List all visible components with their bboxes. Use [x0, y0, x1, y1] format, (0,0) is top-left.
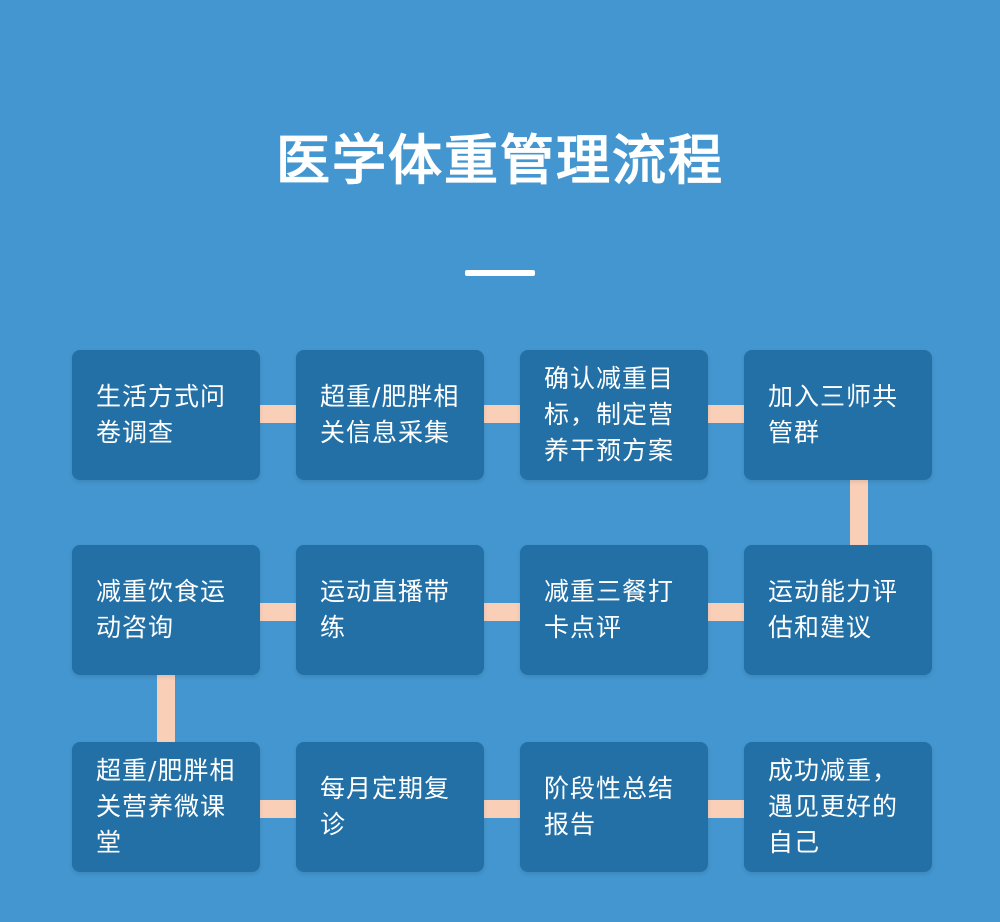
- step-label: 运动能力评估和建议: [768, 577, 899, 642]
- step-label: 阶段性总结报告: [544, 774, 675, 839]
- step-meal-checkin: 减重三餐打卡点评: [520, 545, 708, 675]
- step-label: 超重/肥胖相关信息采集: [320, 382, 460, 447]
- step-label: 生活方式问卷调查: [96, 382, 227, 447]
- step-diet-consult: 减重饮食运动咨询: [72, 545, 260, 675]
- connector-8-7: [260, 603, 296, 621]
- step-label: 减重饮食运动咨询: [96, 577, 227, 642]
- connector-2-3: [484, 405, 520, 423]
- step-label: 减重三餐打卡点评: [544, 577, 675, 642]
- page-title: 医学体重管理流程: [276, 129, 724, 192]
- connector-7-6: [484, 603, 520, 621]
- step-label: 确认减重目标，制定营养干预方案: [544, 364, 675, 465]
- step-goal-plan: 确认减重目标，制定营养干预方案: [520, 350, 708, 480]
- connector-9-10: [260, 800, 296, 818]
- connector-4-5: [850, 480, 868, 545]
- step-label: 每月定期复诊: [320, 774, 451, 839]
- step-label: 超重/肥胖相关营养微课堂: [96, 756, 236, 857]
- connector-1-2: [260, 405, 296, 423]
- connector-6-5: [708, 603, 744, 621]
- step-stage-report: 阶段性总结报告: [520, 742, 708, 872]
- step-label: 成功减重，遇见更好的自己: [768, 756, 899, 857]
- step-monthly-followup: 每月定期复诊: [296, 742, 484, 872]
- step-questionnaire: 生活方式问卷调查: [72, 350, 260, 480]
- connector-11-12: [708, 800, 744, 818]
- step-nutrition-class: 超重/肥胖相关营养微课堂: [72, 742, 260, 872]
- step-exercise-assessment: 运动能力评估和建议: [744, 545, 932, 675]
- connector-8-9: [157, 675, 175, 742]
- step-label: 运动直播带练: [320, 577, 451, 642]
- step-success: 成功减重，遇见更好的自己: [744, 742, 932, 872]
- step-info-collection: 超重/肥胖相关信息采集: [296, 350, 484, 480]
- step-join-group: 加入三师共管群: [744, 350, 932, 480]
- title-underline: [465, 270, 535, 276]
- connector-3-4: [708, 405, 744, 423]
- step-live-exercise: 运动直播带练: [296, 545, 484, 675]
- connector-10-11: [484, 800, 520, 818]
- step-label: 加入三师共管群: [768, 382, 899, 447]
